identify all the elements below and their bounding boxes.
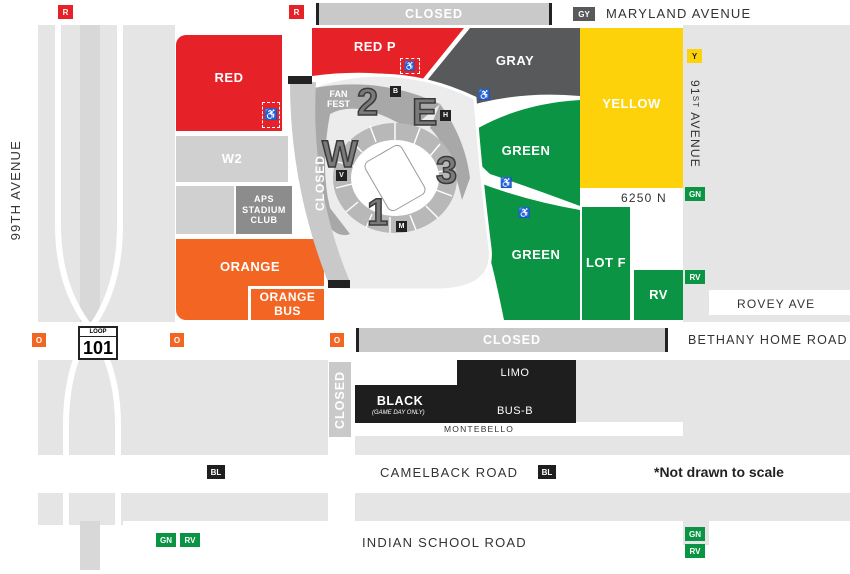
lot-green-south-label: GREEN <box>511 246 561 262</box>
gate-m-box: M <box>396 221 407 232</box>
block-se1 <box>709 360 850 455</box>
gate-1: 1 <box>366 192 389 234</box>
accessible-icon: ♿ <box>400 58 420 74</box>
gate-w: W <box>321 134 358 176</box>
badge-orange-1: O <box>32 333 46 347</box>
lot-green-south-shape <box>472 180 580 320</box>
street-rovey: ROVEY AVE <box>737 297 816 311</box>
accessible-icon: ♿ <box>262 102 280 128</box>
lot-w2[interactable]: W2 <box>176 136 288 182</box>
lot-orange-bus[interactable]: ORANGE BUS <box>248 286 324 320</box>
lot-black-sub: (GAME DAY ONLY) <box>372 410 425 416</box>
lot-rv[interactable]: RV <box>634 270 683 320</box>
badge-gray: GY <box>573 7 595 21</box>
closed-maryland: CLOSED <box>316 3 552 25</box>
gate-b-box: B <box>390 86 401 97</box>
road-camelback <box>38 455 850 493</box>
lot-limo[interactable]: LIMO <box>490 364 540 382</box>
lot-aps-label: APS STADIUM CLUB <box>242 194 286 226</box>
closed-bethany: CLOSED <box>356 328 668 352</box>
lot-f[interactable]: LOT F <box>582 207 630 320</box>
block-sw2 <box>355 436 683 455</box>
gate-v-box: V <box>336 170 347 181</box>
loop-label: LOOP <box>80 328 116 337</box>
badge-green-3: GN <box>685 527 705 541</box>
gate-3: 3 <box>435 150 458 192</box>
loop-number: 101 <box>82 338 114 358</box>
lot-green-north-label: GREEN <box>501 142 551 158</box>
gate-2: 2 <box>356 82 379 124</box>
lot-green-north-shape <box>462 100 580 206</box>
lot-rv-label: RV <box>649 286 668 302</box>
lot-gray[interactable]: GRAY <box>480 50 550 72</box>
street-address: 6250 N <box>621 191 667 205</box>
lot-yellow-label: YELLOW <box>602 95 661 111</box>
accessible-icon: ♿ <box>478 90 491 101</box>
badge-rv-3: RV <box>685 544 705 558</box>
lot-red-p-label: RED P <box>353 38 397 54</box>
lot-gray-label: GRAY <box>495 52 535 68</box>
street-99th: 99TH AVENUE <box>8 140 23 241</box>
gate-h-box: H <box>440 110 451 121</box>
lot-orange-bus-label: ORANGE BUS <box>259 289 316 318</box>
road-montebello <box>355 422 683 436</box>
not-to-scale-note: *Not drawn to scale <box>654 464 784 480</box>
loop-101-shield: LOOP 101 <box>78 326 118 360</box>
lot-bus-b-label: BUS-B <box>496 404 534 417</box>
lot-black-shape <box>355 360 576 423</box>
gate-e: E <box>411 92 438 134</box>
lot-red-label: RED <box>214 69 244 85</box>
badge-red-1: R <box>58 5 73 19</box>
loop-101-ramps <box>55 25 123 570</box>
lot-yellow[interactable]: YELLOW <box>580 28 683 188</box>
lot-green-south[interactable]: GREEN <box>500 244 572 266</box>
stadium-grounds <box>303 73 492 292</box>
street-maryland: MARYLAND AVENUE <box>606 6 752 21</box>
lot-gray-shape <box>425 28 580 110</box>
lot-red[interactable]: RED <box>176 35 282 131</box>
lot-aps-stadium-club[interactable]: APS STADIUM CLUB <box>236 186 292 234</box>
lot-black-label: BLACK <box>376 393 424 408</box>
block-s2 <box>355 493 683 521</box>
block-rovey <box>709 315 850 322</box>
lot-red-p-shape <box>312 28 464 80</box>
street-indian-school: INDIAN SCHOOL ROAD <box>362 535 527 550</box>
lot-green-north[interactable]: GREEN <box>490 140 562 162</box>
badge-red-2: R <box>289 5 304 19</box>
badge-black-2: BL <box>538 465 556 479</box>
street-montebello: MONTEBELLO <box>444 424 515 434</box>
street-91st: 91ST AVENUE <box>688 80 702 168</box>
lot-w-light <box>176 186 234 234</box>
badge-orange-3: O <box>330 333 344 347</box>
accessible-icon: ♿ <box>500 178 513 189</box>
lot-black[interactable]: BLACK <box>370 392 430 410</box>
closed-south: CLOSED <box>329 362 351 437</box>
closed-west-label: CLOSED <box>313 154 328 212</box>
badge-green-1: GN <box>685 187 705 201</box>
badge-orange-2: O <box>170 333 184 347</box>
badge-green-2: GN <box>156 533 176 547</box>
lot-orange-label: ORANGE <box>219 259 281 275</box>
badge-black-1: BL <box>207 465 225 479</box>
badge-rv-1: RV <box>685 270 705 284</box>
lot-limo-label: LIMO <box>500 366 530 379</box>
block-nw <box>123 25 175 322</box>
block-s1 <box>38 493 328 521</box>
block-s3 <box>709 493 850 521</box>
lot-f-label: LOT F <box>585 255 627 271</box>
closed-west-road: CLOSED <box>288 76 350 288</box>
block-mid-s <box>576 360 683 422</box>
lot-red-p[interactable]: RED P <box>330 36 420 58</box>
lot-bus-b[interactable]: BUS-B <box>490 402 540 420</box>
badge-rv-2: RV <box>180 533 200 547</box>
accessible-icon: ♿ <box>518 208 531 219</box>
block-ne <box>709 25 850 290</box>
fan-fest-label: FAN FEST <box>327 89 351 109</box>
badge-yellow: Y <box>687 49 702 63</box>
block-sw1 <box>38 360 328 455</box>
lot-w2-label: W2 <box>221 150 243 166</box>
street-camelback: CAMELBACK ROAD <box>380 465 519 480</box>
street-bethany: BETHANY HOME ROAD <box>688 333 848 347</box>
